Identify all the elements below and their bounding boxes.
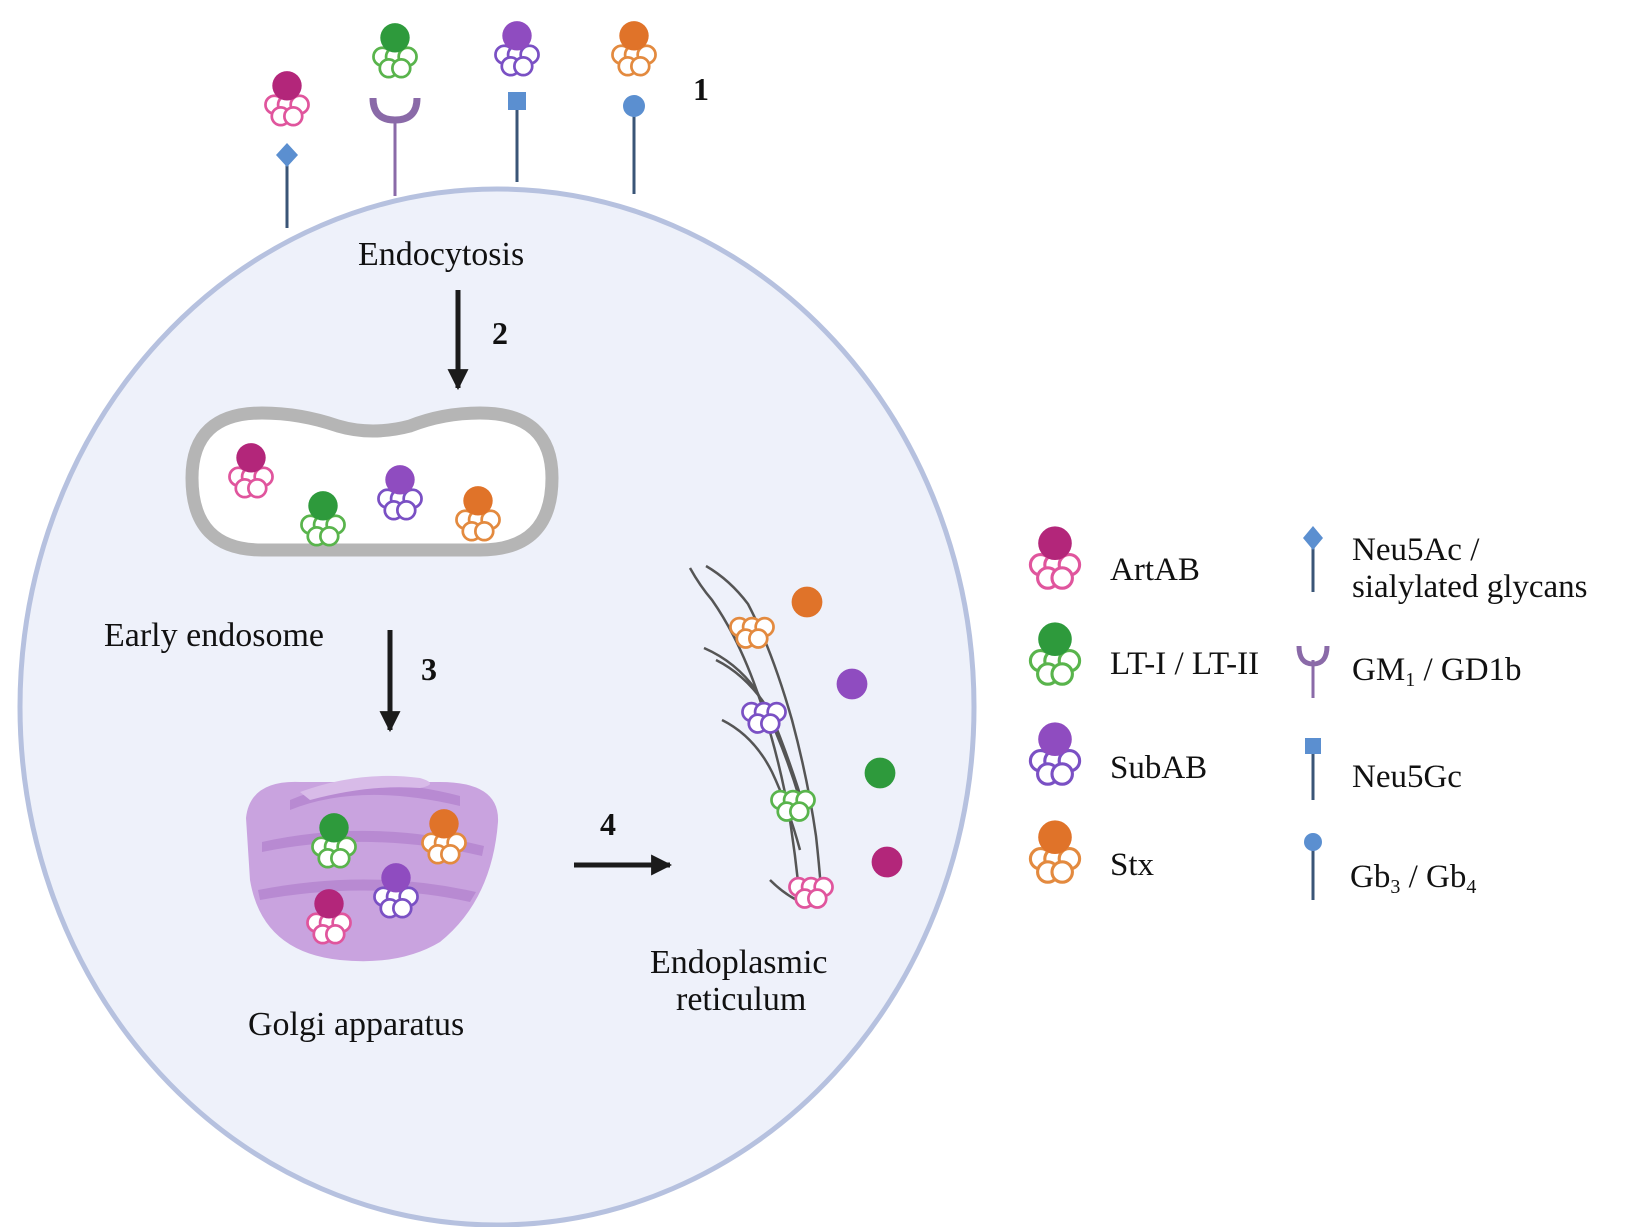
toxin-lt-b-pentamer-icon (770, 789, 816, 822)
surface-neu5ac-receptor (276, 143, 298, 228)
toxin-lt-icon (372, 23, 418, 79)
endocytosis-label: Endocytosis (358, 236, 524, 273)
toxin-stx-icon (611, 21, 657, 77)
er-cisterna (721, 718, 802, 851)
early-endosome (185, 406, 559, 557)
diamond-receptor-icon (276, 143, 298, 167)
pathway-arrows (379, 290, 673, 876)
legend-artab-label: ArtAB (1110, 552, 1200, 588)
er-cisterna (703, 646, 802, 801)
step-4-label: 4 (600, 806, 616, 842)
toxin-subab-icon (373, 863, 419, 919)
golgi-toxins (306, 809, 467, 945)
golgi-cisterna (258, 879, 476, 902)
legend-neu5ac-label-line1: Neu5Ac / (1352, 532, 1480, 568)
square-receptor-icon (508, 92, 526, 110)
golgi-label: Golgi apparatus (248, 1006, 464, 1043)
step-3-label: 3 (421, 651, 437, 687)
toxin-artab-icon (306, 889, 352, 945)
legend-stx-label: Stx (1110, 847, 1155, 883)
endoplasmic-reticulum (688, 564, 903, 909)
legend-gb-label: Gb3 / Gb4 (1350, 859, 1476, 898)
diamond-receptor-icon (1303, 526, 1323, 592)
legend: ArtAB LT-I / LT-II SubAB Stx (1028, 526, 1588, 900)
toxin-artab-icon (228, 443, 274, 499)
surface-neu5gc-receptor (508, 92, 526, 182)
er-toxins (729, 586, 903, 909)
toxin-lt-a-subunit-icon (864, 757, 896, 789)
golgi-top-cisterna (300, 775, 430, 800)
cup-receptor-icon (1296, 645, 1330, 698)
surface-receptors (264, 21, 657, 228)
step-1-label: 1 (693, 71, 709, 107)
endosome-toxins (228, 443, 501, 547)
legend-gm1-label: GM1 / GD1b (1352, 652, 1522, 691)
toxin-subab-icon (1028, 722, 1082, 786)
legend-receptors (1296, 526, 1330, 900)
round-receptor-icon (1304, 833, 1322, 900)
toxin-artab-icon (1028, 526, 1082, 590)
toxin-stx-icon (1028, 820, 1082, 884)
toxin-artab-a-subunit-icon (871, 846, 903, 878)
cup-receptor-icon (369, 97, 421, 124)
legend-neu5gc-label: Neu5Gc (1352, 759, 1462, 795)
toxin-stx-a-subunit-icon (791, 586, 823, 618)
golgi-apparatus (246, 775, 499, 962)
toxin-subab-icon (377, 465, 423, 521)
early-endosome-label: Early endosome (104, 617, 324, 654)
toxin-lt-icon (300, 491, 346, 547)
diagram-labels: 1 Endocytosis 2 Early endosome 3 4 Golgi… (104, 71, 828, 1043)
legend-lt-label: LT-I / LT-II (1110, 646, 1259, 682)
er-label-line1: Endoplasmic (650, 944, 828, 981)
er-label-line2: reticulum (676, 981, 806, 1018)
toxin-subab-icon (494, 21, 540, 77)
legend-toxins (1028, 526, 1082, 884)
toxin-lt-icon (1028, 622, 1082, 686)
toxin-stx-icon (455, 486, 501, 542)
surface-gb3-receptor (623, 95, 645, 194)
toxin-stx-b-pentamer-icon (729, 616, 775, 649)
er-cisterna (705, 564, 824, 905)
step-2-label: 2 (492, 315, 508, 351)
toxin-stx-icon (421, 809, 467, 865)
toxin-artab-icon (264, 71, 310, 127)
toxin-subab-a-subunit-icon (836, 668, 868, 700)
toxin-lt-icon (311, 813, 357, 869)
legend-neu5ac-label-line2: sialylated glycans (1352, 569, 1588, 605)
toxin-artab-b-pentamer-icon (788, 876, 834, 909)
square-receptor-icon (1305, 738, 1321, 800)
toxin-subab-b-pentamer-icon (741, 701, 787, 734)
round-receptor-icon (623, 95, 645, 117)
legend-subab-label: SubAB (1110, 750, 1207, 786)
surface-gm1-receptor (369, 97, 421, 196)
